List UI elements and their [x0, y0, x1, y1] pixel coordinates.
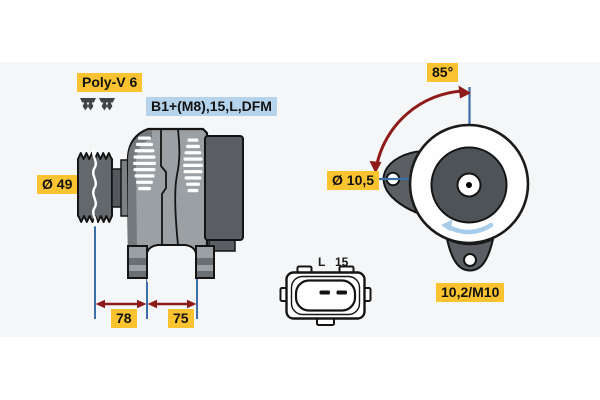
connector-pinout: [279, 265, 372, 326]
break-line: [92, 148, 97, 227]
mounting-feet: [127, 245, 215, 279]
housing-contours: [160, 128, 181, 246]
pulley: [77, 148, 113, 227]
connector-pin-15-label: 15: [335, 255, 349, 269]
arch-outline: [146, 244, 197, 278]
connector-pin-l-label: L: [318, 255, 326, 269]
angle-arc-arrow: [369, 85, 471, 174]
dimension-75-label: 75: [168, 309, 194, 328]
ear-hole-bottom: [463, 253, 477, 267]
hole-diameter-label: Ø 10,5: [327, 171, 380, 190]
front-rim-shading: [127, 130, 152, 250]
shaft-center-dot: [466, 182, 472, 188]
mount-spec-label: 10,2/M10: [436, 283, 505, 302]
connector-shell: [285, 271, 366, 320]
connector-pins: [319, 290, 347, 295]
terminal-connection-label: B1+(M8),15,L,DFM: [146, 97, 277, 116]
arch-cutout: [147, 245, 196, 282]
poly-v-belt-profile-icon: [80, 98, 115, 111]
dimension-78-label: 78: [111, 309, 137, 328]
connector-seal: [290, 275, 361, 316]
alternator-front-view: [369, 85, 530, 272]
mounting-angle-label: 85°: [427, 63, 459, 82]
dimension-arrows: [95, 299, 197, 309]
housing-body: [126, 127, 216, 254]
vent-slots-rear: [183, 138, 203, 193]
pulley-diameter-label: Ø 49: [37, 175, 78, 194]
vent-slots-front: [133, 136, 156, 191]
connector-cavity: [294, 279, 357, 312]
alternator-side-view: [77, 98, 244, 319]
rotation-direction-arrow-icon: [441, 219, 494, 235]
belt-type-label: Poly-V 6: [77, 73, 143, 92]
rear-block: [204, 135, 244, 241]
